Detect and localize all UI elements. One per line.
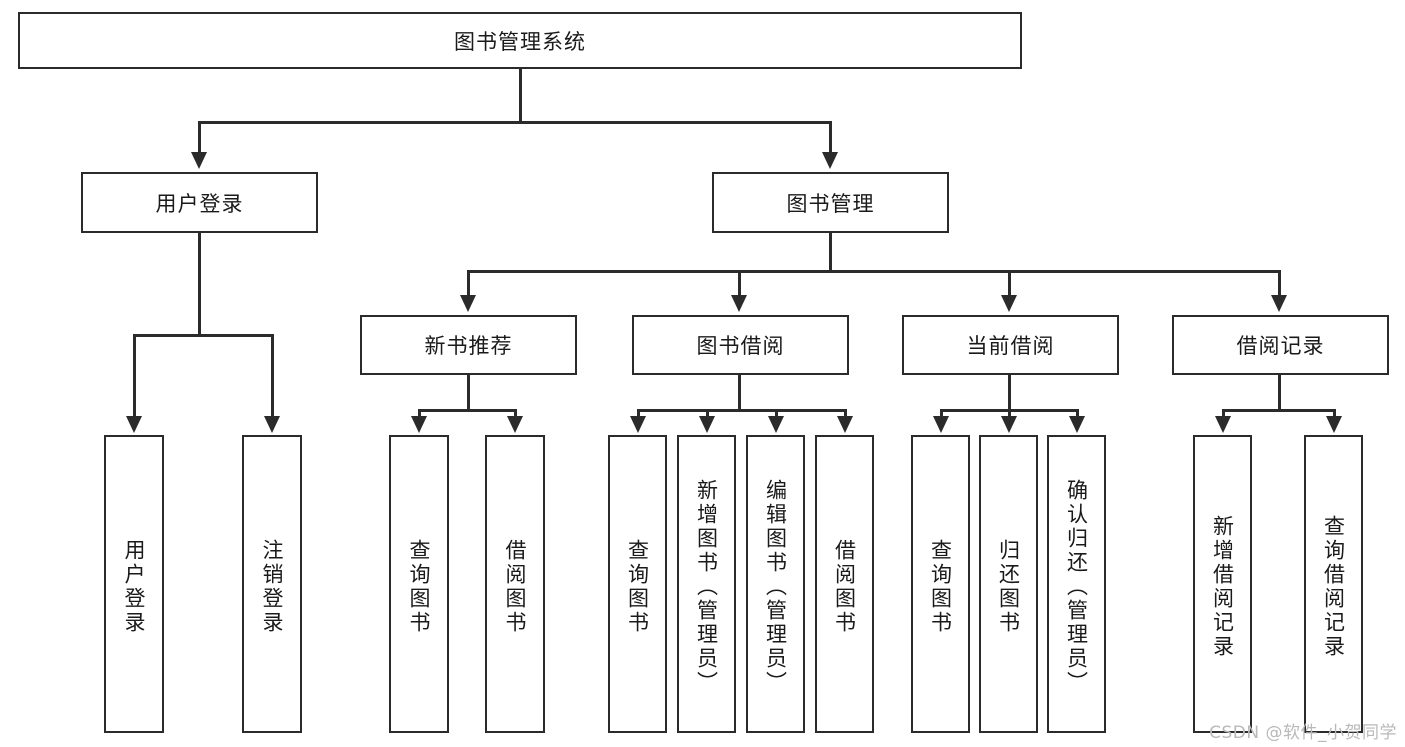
- leaf-borrow-record-1[interactable]: 查询借阅记录: [1304, 435, 1363, 733]
- leaf-new-book-recommend-0[interactable]: 查询图书: [389, 435, 449, 733]
- edge-book-borrow-stem: [738, 375, 741, 410]
- arrow-to-cb-leaf-1: [1001, 416, 1017, 433]
- node-current-borrow[interactable]: 当前借阅: [902, 315, 1119, 375]
- leaf-book-borrow-0[interactable]: 查询图书: [608, 435, 667, 733]
- leaf-user-login-1[interactable]: 注销登录: [242, 435, 302, 733]
- leaf-book-borrow-3[interactable]: 借阅图书: [815, 435, 874, 733]
- edge-current-borrow-stem: [1008, 375, 1011, 410]
- arrow-to-book-borrow: [731, 295, 747, 312]
- node-label: 借阅记录: [1236, 334, 1325, 358]
- edge-drop-new-book-recommend: [467, 270, 470, 297]
- arrow-to-bb-leaf-2: [768, 416, 784, 433]
- arrow-to-user-login-leaf-1: [264, 416, 280, 433]
- edge-drop-br-leaf-0: [1222, 409, 1225, 419]
- node-book-management[interactable]: 图书管理: [712, 172, 949, 233]
- arrow-to-bb-leaf-3: [837, 416, 853, 433]
- arrow-to-br-leaf-0: [1215, 416, 1231, 433]
- node-label: 归还图书: [996, 539, 1021, 635]
- leaf-new-book-recommend-1[interactable]: 借阅图书: [485, 435, 545, 733]
- leaf-book-borrow-1[interactable]: 新增图书（管理员）: [677, 435, 736, 733]
- edge-drop-bb-leaf-1: [706, 409, 709, 419]
- edge-root-stem: [519, 69, 522, 122]
- node-label: 编辑图书（管理员）: [763, 479, 788, 695]
- arrow-to-cb-leaf-0: [933, 416, 949, 433]
- node-label: 图书管理系统: [454, 29, 586, 54]
- edge-drop-nbr-leaf-1: [514, 409, 517, 419]
- node-label: 用户登录: [155, 191, 244, 216]
- arrow-to-book-management: [822, 152, 838, 169]
- edge-borrow-record-stem: [1278, 375, 1281, 410]
- node-label: 用户登录: [122, 539, 146, 635]
- edge-drop-book-borrow: [738, 270, 741, 297]
- arrow-to-nbr-leaf-0: [411, 416, 427, 433]
- edge-book-borrow-bar: [637, 409, 846, 412]
- edge-drop-user-login-leaf-1: [271, 334, 274, 418]
- edge-drop-current-borrow: [1008, 270, 1011, 297]
- arrow-to-new-book-recommend: [460, 295, 476, 312]
- edge-new-book-recommend-stem: [467, 375, 470, 410]
- node-label: 查询图书: [928, 539, 953, 635]
- node-label: 图书管理: [786, 191, 875, 216]
- node-borrow-record[interactable]: 借阅记录: [1172, 315, 1389, 375]
- watermark-text: CSDN @软件_小贺同学: [1209, 723, 1397, 743]
- edge-borrow-record-bar: [1222, 409, 1335, 412]
- leaf-user-login-0[interactable]: 用户登录: [104, 435, 164, 733]
- arrow-to-borrow-record: [1271, 295, 1287, 312]
- edge-drop-br-leaf-1: [1333, 409, 1336, 419]
- leaf-book-borrow-2[interactable]: 编辑图书（管理员）: [746, 435, 805, 733]
- edge-book-management-stem: [829, 233, 832, 271]
- edge-root-bar: [198, 121, 831, 124]
- node-user-login[interactable]: 用户登录: [81, 172, 318, 233]
- edge-drop-bb-leaf-3: [844, 409, 847, 419]
- leaf-current-borrow-1[interactable]: 归还图书: [979, 435, 1038, 733]
- edge-new-book-recommend-bar: [418, 409, 517, 412]
- edge-drop-cb-leaf-1: [1008, 409, 1011, 419]
- node-label: 新书推荐: [424, 334, 513, 358]
- arrow-to-br-leaf-1: [1326, 416, 1342, 433]
- node-label: 确认归还（管理员）: [1064, 479, 1089, 695]
- node-label: 新增借阅记录: [1210, 515, 1235, 659]
- arrow-to-user-login-leaf-0: [126, 416, 142, 433]
- arrow-to-cb-leaf-2: [1069, 416, 1085, 433]
- node-label: 查询图书: [407, 539, 431, 635]
- leaf-current-borrow-0[interactable]: 查询图书: [911, 435, 970, 733]
- node-new-book-recommend[interactable]: 新书推荐: [360, 315, 577, 375]
- edge-drop-user-login-leaf-0: [133, 334, 136, 418]
- edge-drop-cb-leaf-2: [1076, 409, 1079, 419]
- edge-drop-bb-leaf-0: [637, 409, 640, 419]
- node-root-book-management-system[interactable]: 图书管理系统: [18, 12, 1022, 69]
- leaf-current-borrow-2[interactable]: 确认归还（管理员）: [1047, 435, 1106, 733]
- node-label: 查询借阅记录: [1321, 515, 1346, 659]
- arrow-to-nbr-leaf-1: [507, 416, 523, 433]
- arrow-to-current-borrow: [1001, 295, 1017, 312]
- edge-drop-book-management: [829, 121, 832, 154]
- node-label: 借阅图书: [503, 539, 527, 635]
- edge-drop-borrow-record: [1278, 270, 1281, 297]
- node-label: 新增图书（管理员）: [694, 479, 719, 695]
- node-book-borrow[interactable]: 图书借阅: [632, 315, 849, 375]
- node-label: 借阅图书: [832, 539, 857, 635]
- node-label: 查询图书: [625, 539, 650, 635]
- arrow-to-user-login: [191, 152, 207, 169]
- arrow-to-bb-leaf-0: [630, 416, 646, 433]
- edge-drop-nbr-leaf-0: [418, 409, 421, 419]
- edge-drop-cb-leaf-0: [940, 409, 943, 419]
- edge-drop-bb-leaf-2: [775, 409, 778, 419]
- node-label: 当前借阅: [966, 334, 1055, 358]
- edge-drop-user-login: [198, 121, 201, 154]
- edge-user-login-bar: [133, 334, 273, 337]
- node-label: 注销登录: [260, 539, 284, 635]
- edge-user-login-stem: [198, 233, 201, 335]
- node-label: 图书借阅: [696, 334, 785, 358]
- edge-book-management-bar: [467, 270, 1280, 273]
- arrow-to-bb-leaf-1: [699, 416, 715, 433]
- leaf-borrow-record-0[interactable]: 新增借阅记录: [1193, 435, 1252, 733]
